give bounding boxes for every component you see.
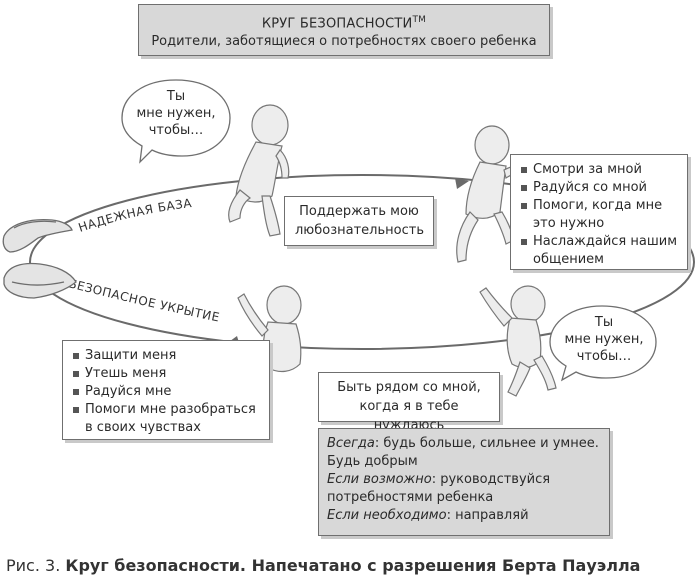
need-item: Смотри за мной bbox=[519, 161, 679, 179]
title-subtitle: Родители, заботящиеся о потребностях сво… bbox=[151, 34, 537, 50]
trademark-mark: TM bbox=[412, 15, 427, 25]
bubble-line: мне нужен, bbox=[136, 106, 216, 121]
bubble-line: Ты bbox=[594, 315, 614, 330]
bubble-line: чтобы… bbox=[148, 123, 204, 138]
rule-label: Если необходимо bbox=[327, 508, 447, 523]
rule-label: Всегда bbox=[327, 436, 375, 451]
box-line: Поддержать мою bbox=[299, 204, 419, 219]
need-item: Радуйся мне bbox=[71, 383, 261, 401]
secure-base-label: НАДЕЖНАЯ БАЗА bbox=[77, 196, 194, 235]
bubble-line: Ты bbox=[166, 89, 186, 104]
rule-text: : будь больше, сильнее и умнее. Будь доб… bbox=[327, 436, 599, 469]
top-needs-box: Смотри за мной Радуйся со мной Помоги, к… bbox=[510, 154, 688, 270]
need-item: Наслаждайся нашим общением bbox=[519, 233, 679, 269]
speech-bubble-bottom: Ты мне нужен, чтобы… bbox=[552, 314, 656, 365]
safe-haven-label: БЕЗОПАСНОЕ УКРЫТИЕ bbox=[67, 276, 221, 324]
speech-bubble-bottom-shape bbox=[549, 305, 657, 382]
bottom-needs-list: Защити меня Утешь меня Радуйся мне Помог… bbox=[71, 347, 261, 437]
bottom-needs-box: Защити меня Утешь меня Радуйся мне Помог… bbox=[62, 340, 270, 440]
title-heading: КРУГ БЕЗОПАСНОСТИ bbox=[261, 16, 413, 32]
rule-text: : руководствуйся потребностями ребенка bbox=[327, 472, 551, 505]
rule-possible: Если возможно: руководствуйся потребност… bbox=[327, 471, 601, 507]
caption-title: Круг безопасности. Напечатано с разрешен… bbox=[65, 556, 641, 575]
security-loop bbox=[29, 174, 695, 350]
speech-bubble-top-shape bbox=[121, 79, 231, 164]
welcome-coming-box: Быть рядом со мной, когда я в тебе нужда… bbox=[318, 372, 500, 433]
need-item: Помоги мне разобраться в своих чувствах bbox=[71, 401, 261, 437]
caption-prefix: Рис. 3. bbox=[6, 556, 66, 575]
hands-illustration bbox=[2, 218, 77, 299]
bubble-line: чтобы… bbox=[576, 349, 632, 364]
need-item: Защити меня bbox=[71, 347, 261, 365]
title-box: КРУГ БЕЗОПАСНОСТИTM Родители, заботящиес… bbox=[138, 4, 550, 56]
box-line: Быть рядом со мной, bbox=[337, 380, 481, 395]
rule-label: Если возможно bbox=[327, 472, 432, 487]
support-exploration-box: Поддержать мою любознательность bbox=[284, 196, 434, 246]
rule-text: : направляй bbox=[446, 508, 529, 523]
need-item: Радуйся со мной bbox=[519, 179, 679, 197]
need-item: Помоги, когда мне это нужно bbox=[519, 197, 679, 233]
need-item: Утешь меня bbox=[71, 365, 261, 383]
rule-always: Всегда: будь больше, сильнее и умнее. Бу… bbox=[327, 435, 601, 471]
box-line: любознательность bbox=[295, 223, 424, 238]
loop-arrow-top bbox=[455, 178, 469, 189]
baby-reaching-illustration bbox=[479, 285, 557, 397]
speech-bubble-top: Ты мне нужен, чтобы… bbox=[124, 88, 228, 139]
baby-top-illustration bbox=[228, 104, 290, 237]
bubble-line: мне нужен, bbox=[564, 332, 644, 347]
top-needs-list: Смотри за мной Радуйся со мной Помоги, к… bbox=[519, 161, 679, 269]
parenting-rules-box: Всегда: будь больше, сильнее и умнее. Бу… bbox=[318, 428, 610, 536]
figure-caption: Рис. 3. Круг безопасности. Напечатано с … bbox=[6, 556, 640, 575]
rule-necessary: Если необходимо: направляй bbox=[327, 507, 601, 525]
